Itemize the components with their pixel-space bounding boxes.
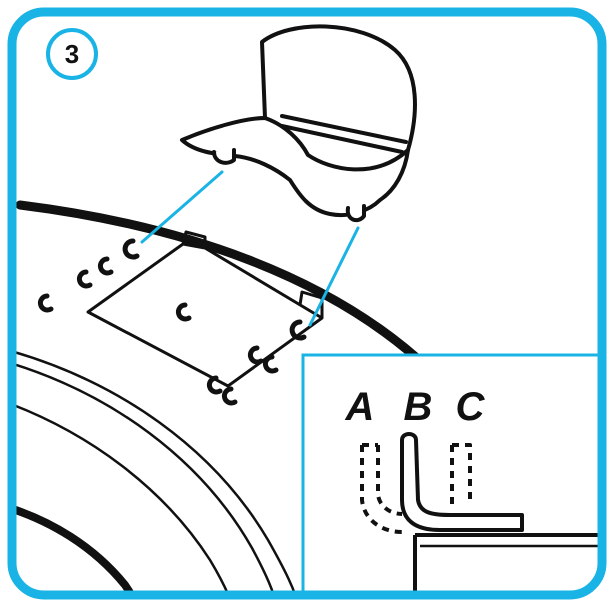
clip-hole: [76, 269, 93, 289]
clip-hole: [122, 238, 140, 260]
cap-shaped-clip-icon: [180, 24, 417, 223]
option-label-c: C: [456, 385, 486, 429]
clip-holes: [37, 238, 307, 406]
clip-hole: [247, 345, 264, 365]
clip-hole: [175, 302, 192, 322]
clip-hole: [206, 375, 223, 395]
clip-hole: [262, 354, 279, 374]
panel-frame: [7, 7, 607, 600]
inset-cross-section: [360, 432, 600, 595]
step-number: 3: [65, 39, 79, 69]
detail-inset: [301, 353, 602, 595]
clip-hole: [221, 386, 238, 406]
option-label-a: A: [345, 385, 375, 429]
step-badge-icon: 3: [46, 28, 98, 80]
alignment-guides: [140, 170, 360, 327]
scene: [12, 24, 602, 595]
clip-hole: [37, 293, 54, 313]
clip-hole: [289, 319, 307, 341]
slot-area: [86, 230, 324, 388]
clip-hole: [97, 256, 114, 276]
option-label-b: B: [404, 385, 433, 429]
